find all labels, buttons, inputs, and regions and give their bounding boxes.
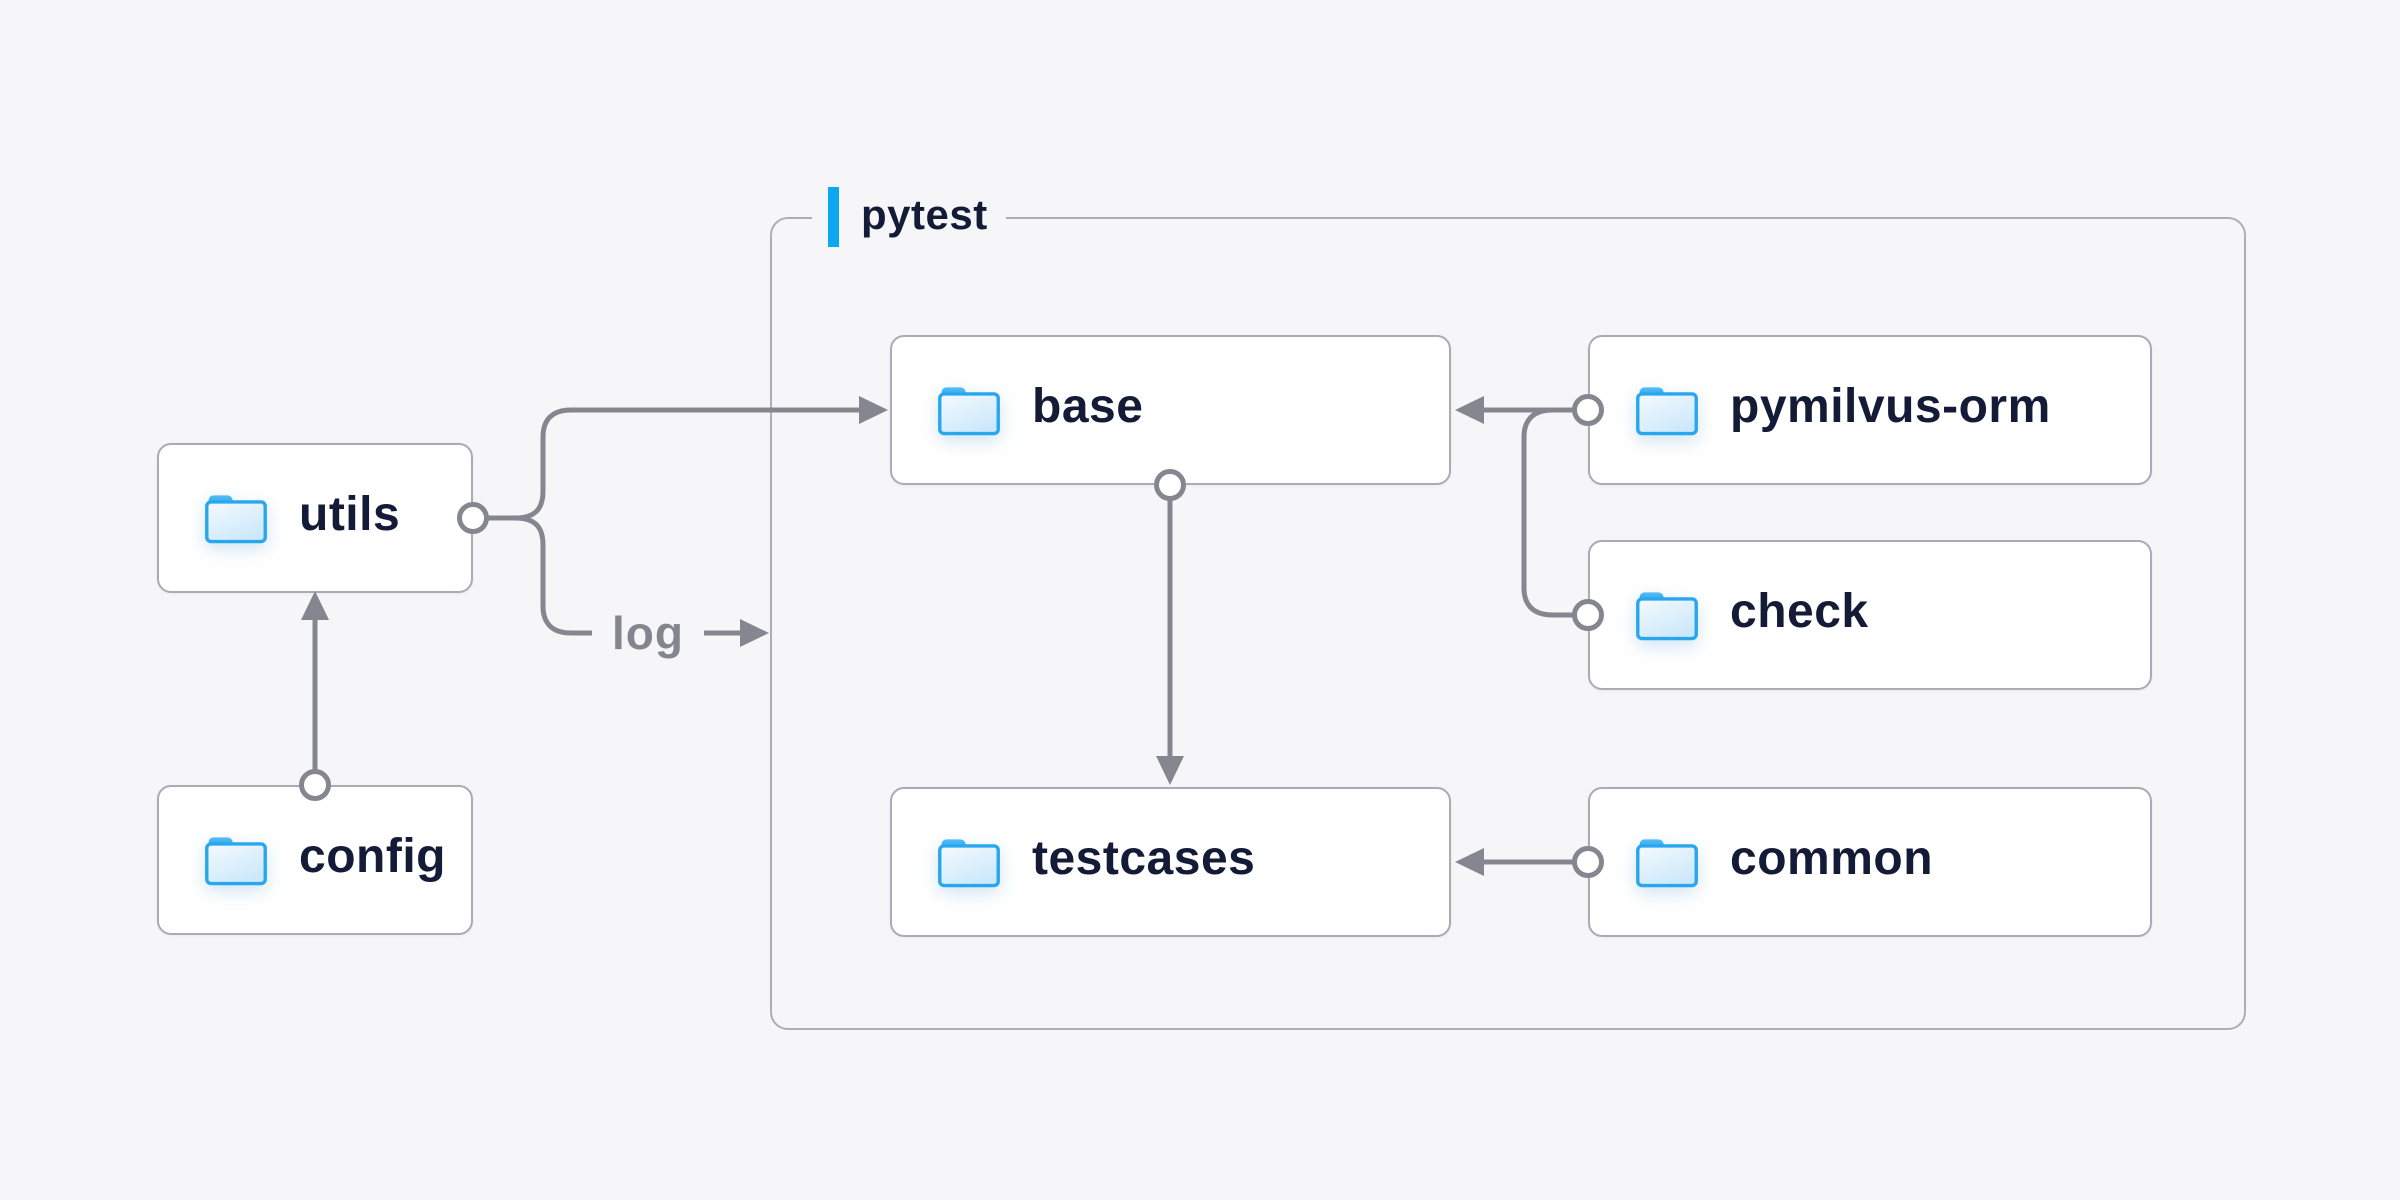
node-pymilvus-orm: pymilvus-orm (1588, 335, 2152, 485)
node-testcases: testcases (890, 787, 1451, 937)
pytest-group-title: pytest (861, 191, 988, 238)
node-label: testcases (1032, 832, 1256, 885)
pytest-group-container (770, 217, 2246, 1030)
folder-icon (938, 839, 1000, 888)
node-label: common (1730, 832, 1934, 885)
folder-icon (1636, 839, 1698, 888)
node-label: utils (299, 488, 401, 541)
folder-icon (1636, 387, 1698, 436)
node-label: config (299, 830, 446, 883)
node-check: check (1588, 540, 2152, 690)
node-label: base (1032, 380, 1144, 433)
arrow-head (740, 619, 769, 647)
node-utils: utils (157, 443, 473, 593)
arrow-head (301, 591, 329, 620)
node-common: common (1588, 787, 2152, 937)
folder-icon (938, 387, 1000, 436)
node-config: config (157, 785, 473, 935)
node-base: base (890, 335, 1451, 485)
accent-bar (828, 187, 839, 247)
pytest-group-label: pytest (812, 185, 1006, 249)
folder-icon (205, 837, 267, 886)
node-label: check (1730, 585, 1869, 638)
edge-config-utils (299, 591, 331, 801)
folder-icon (1636, 592, 1698, 641)
node-label: pymilvus-orm (1730, 380, 2051, 433)
folder-icon (205, 495, 267, 544)
edge-label-log: log (612, 607, 684, 659)
